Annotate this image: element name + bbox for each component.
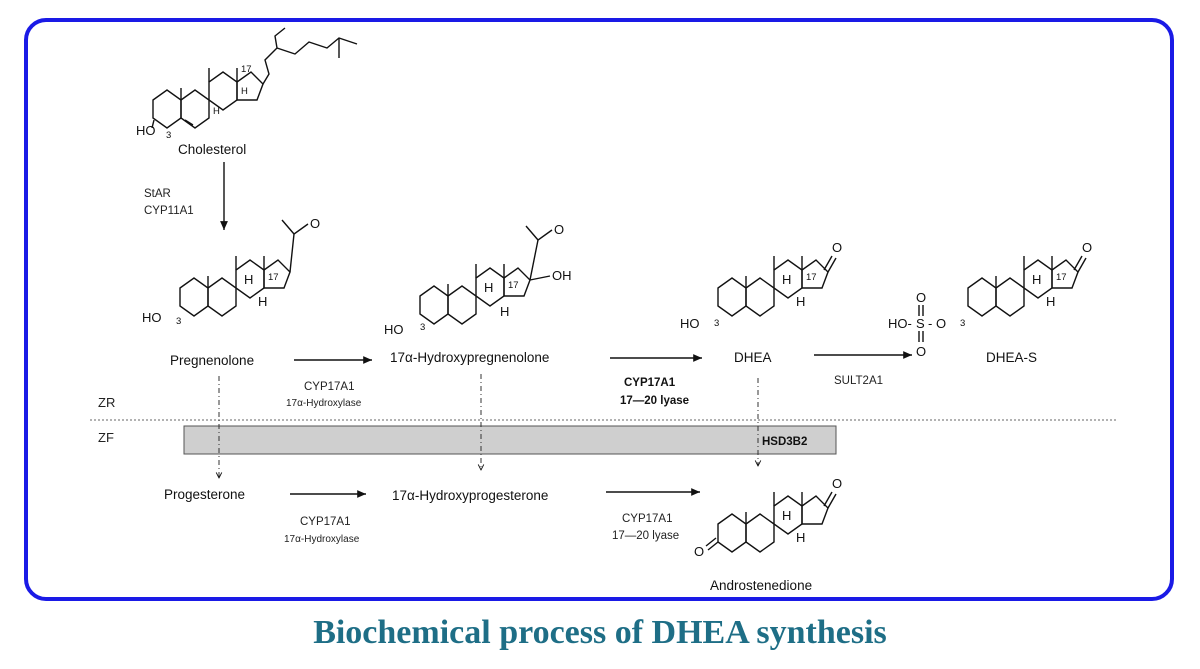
hsd3b2-label: HSD3B2 — [762, 436, 807, 448]
page-title: Biochemical process of DHEA synthesis — [313, 614, 887, 651]
hydroxylase-enzyme-label: 17α-Hydroxylase — [284, 534, 360, 545]
progesterone-label: Progesterone — [164, 487, 245, 502]
hsd3b2-bar — [183, 425, 837, 455]
position-17-label: 17 — [268, 272, 279, 283]
cyp17a1-enzyme-label: CYP17A1 — [304, 381, 355, 393]
dhea-s-label: DHEA-S — [986, 350, 1037, 365]
position-3-label: 3 — [176, 316, 181, 327]
sulfate-dash-label: - — [928, 316, 932, 331]
lyase-enzyme-label: 17—20 lyase — [612, 530, 679, 542]
diagram-frame: H H 17 HO 3 Cholesterol StAR CYP11A1 O H… — [24, 18, 1174, 601]
zr-zone-label: ZR — [98, 395, 115, 410]
sult2a1-enzyme-label: SULT2A1 — [834, 375, 883, 387]
hydroxyl-label: OH — [552, 268, 572, 283]
sulfate-oxygen-bottom-label: O — [916, 344, 926, 359]
sulfate-oxygen-label: O — [936, 316, 946, 331]
position-17-label: 17 — [806, 272, 817, 283]
androstenedione-label: Androstenedione — [710, 578, 812, 593]
sulfate-oxygen-top-label: O — [916, 290, 926, 305]
h-atom-label: H — [782, 508, 791, 523]
ketone-oxygen-label: O — [1082, 240, 1092, 255]
h-atom-label: H — [796, 294, 805, 309]
position-17-label: 17 — [1056, 272, 1067, 283]
h-atom-label: H — [1046, 294, 1055, 309]
star-enzyme-label: StAR — [144, 188, 171, 200]
androstenedione-structure: O O H H — [694, 476, 842, 559]
hydroxylase-enzyme-label: 17α-Hydroxylase — [286, 398, 362, 409]
position-3-label: 3 — [714, 318, 719, 329]
pregnenolone-label: Pregnenolone — [170, 353, 254, 368]
cyp17a1-enzyme-label: CYP17A1 — [624, 377, 676, 389]
ho-label: HO — [142, 310, 162, 325]
h-atom-label: H — [796, 530, 805, 545]
ketone-oxygen-label: O — [832, 476, 842, 491]
cyp17a1-enzyme-label: CYP17A1 — [300, 516, 351, 528]
position-17-label: 17 — [241, 64, 252, 75]
position-17-label: 17 — [508, 280, 519, 291]
cholesterol-label: Cholesterol — [178, 142, 246, 157]
h-atom-label: H — [484, 280, 493, 295]
sulfate-group: HO- S - O O O — [888, 290, 946, 359]
h-atom-label: H — [241, 86, 248, 97]
cyp17a1-enzyme-label: CYP17A1 — [622, 513, 673, 525]
h-atom-label: H — [213, 106, 220, 117]
h-atom-label: H — [258, 294, 267, 309]
sulfur-atom-label: S — [916, 316, 925, 331]
cholesterol-structure: H H 17 — [152, 27, 358, 129]
pathway-diagram: H H 17 HO 3 Cholesterol StAR CYP11A1 O H… — [90, 27, 1118, 593]
hydroxypregnenolone-label: 17α-Hydroxypregnenolone — [390, 350, 549, 365]
sulfate-ho-label: HO- — [888, 316, 912, 331]
h-atom-label: H — [1032, 272, 1041, 287]
ho-label: HO — [384, 322, 404, 337]
ketone-oxygen-label: O — [310, 216, 320, 231]
ketone-oxygen-label: O — [832, 240, 842, 255]
hydroxyprogesterone-label: 17α-Hydroxyprogesterone — [392, 488, 548, 503]
h-atom-label: H — [782, 272, 791, 287]
position-3-label: 3 — [420, 322, 425, 333]
dhea-structure: O H H 17 — [717, 240, 842, 317]
lyase-enzyme-label: 17—20 lyase — [620, 395, 689, 407]
h-atom-label: H — [500, 304, 509, 319]
dhea-label: DHEA — [734, 350, 772, 365]
position-3-label: 3 — [166, 130, 171, 141]
zf-zone-label: ZF — [98, 430, 114, 445]
ho-label: HO — [680, 316, 700, 331]
hydroxypregnenolone-structure: O OH H H 17 — [419, 222, 572, 325]
position-3-label: 3 — [960, 318, 965, 329]
ho-label: HO — [136, 123, 156, 138]
h-atom-label: H — [244, 272, 253, 287]
ketone-oxygen-label: O — [554, 222, 564, 237]
cyp11a1-enzyme-label: CYP11A1 — [144, 205, 194, 217]
ketone-oxygen-label: O — [694, 544, 704, 559]
dhea-s-structure: O H H 17 — [967, 240, 1092, 317]
pregnenolone-structure: O H H 17 — [179, 216, 320, 317]
